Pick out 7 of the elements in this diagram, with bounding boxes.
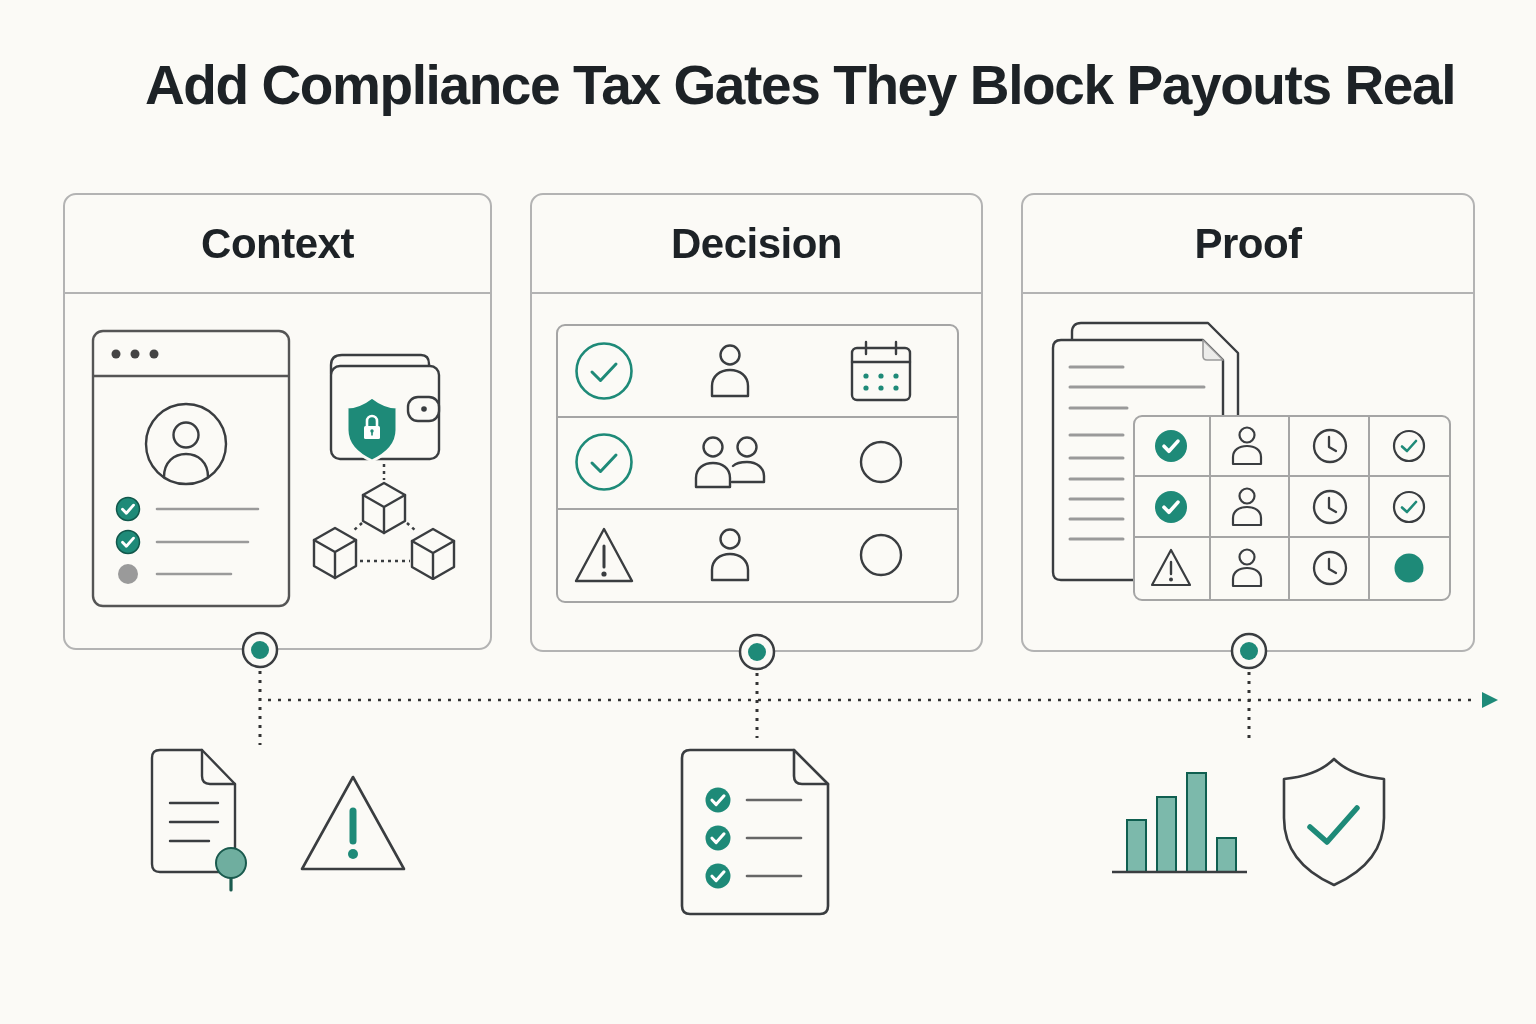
panel-heading: Context xyxy=(201,219,354,269)
panel-heading: Decision xyxy=(670,219,843,269)
panel-card xyxy=(530,193,983,652)
panel-card xyxy=(1021,193,1475,652)
page-title: Add Compliance Tax Gates They Block Payouts Real xyxy=(144,54,1456,118)
panel-card xyxy=(63,193,492,650)
panel-heading: Proof xyxy=(1194,219,1302,269)
